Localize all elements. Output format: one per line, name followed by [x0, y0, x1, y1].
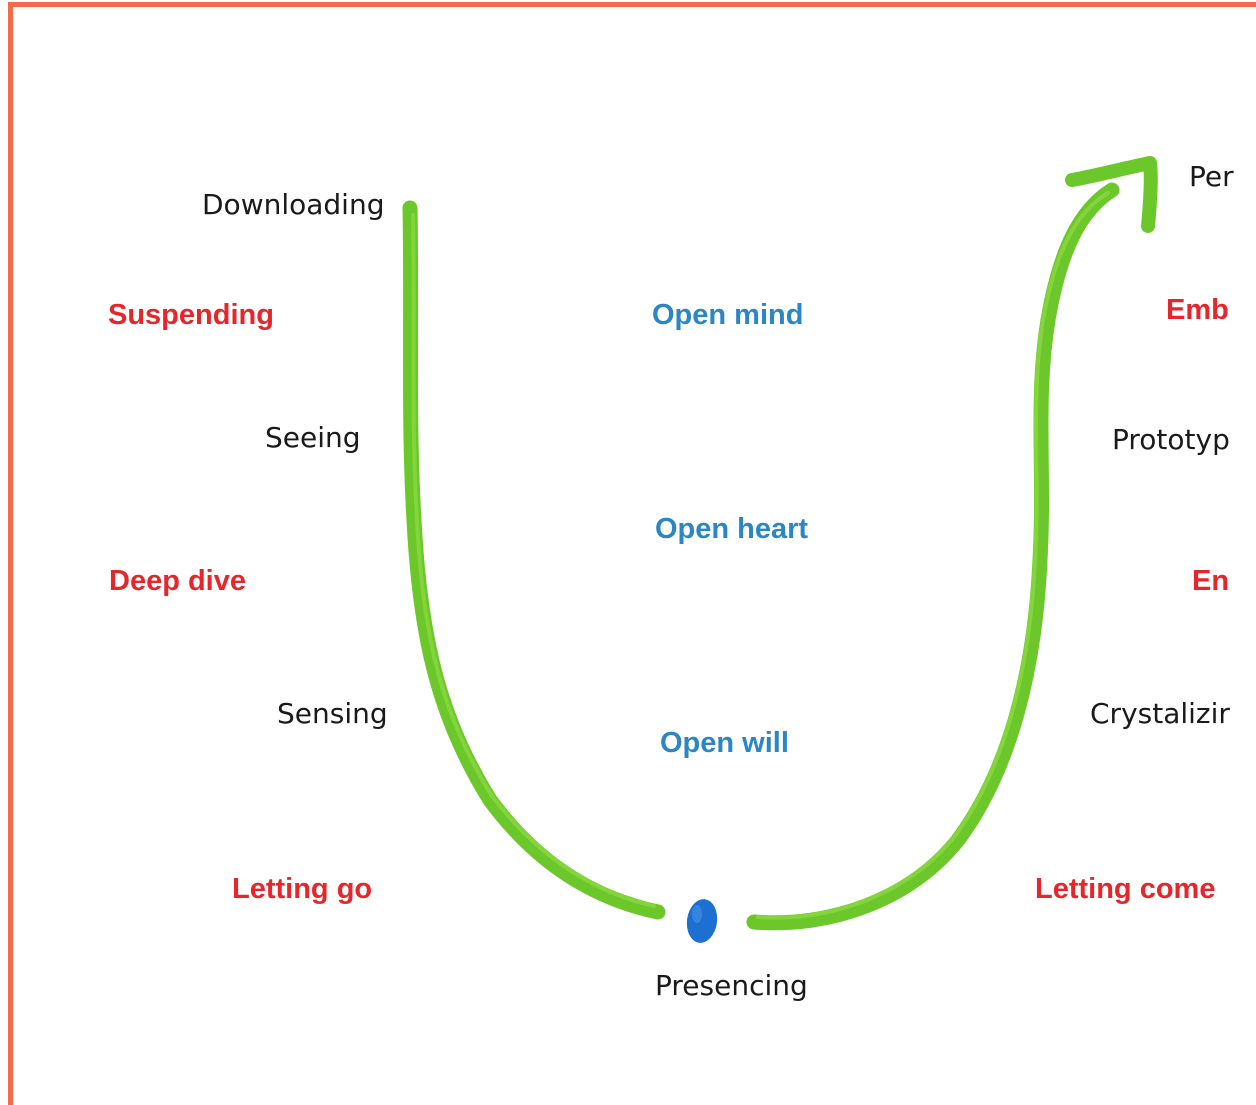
- action-letting-go: Letting go: [232, 873, 373, 905]
- stage-seeing: Seeing: [265, 421, 361, 454]
- stage-sensing: Sensing: [277, 697, 388, 730]
- open-mind-label: Open mind: [652, 299, 804, 331]
- open-will-label: Open will: [660, 727, 789, 759]
- stage-prototyping: Prototyp: [1112, 423, 1230, 456]
- frame-border-top: [10, 2, 1256, 7]
- stage-downloading: Downloading: [202, 188, 385, 221]
- action-deep-dive: Deep dive: [109, 565, 246, 597]
- u-curve-right-highlight: [756, 191, 1110, 920]
- stage-presencing: Presencing: [655, 969, 808, 1002]
- u-curve-left-stroke: [402, 200, 666, 920]
- stage-performing: Per: [1189, 160, 1234, 193]
- u-curve-left-highlight: [411, 213, 656, 908]
- action-suspending: Suspending: [108, 299, 274, 331]
- presencing-dot-highlight: [692, 905, 702, 923]
- action-embodying: Emb: [1166, 294, 1229, 326]
- stage-crystalizing: Crystalizir: [1090, 697, 1230, 730]
- frame-border-left: [8, 2, 13, 1105]
- open-heart-label: Open heart: [655, 513, 809, 545]
- u-curve-arrow-head: [1065, 156, 1158, 233]
- presencing-dot: [686, 899, 718, 943]
- u-curve-right-stroke: [746, 182, 1120, 931]
- action-letting-come: Letting come: [1035, 873, 1216, 905]
- action-enacting: En: [1192, 565, 1230, 597]
